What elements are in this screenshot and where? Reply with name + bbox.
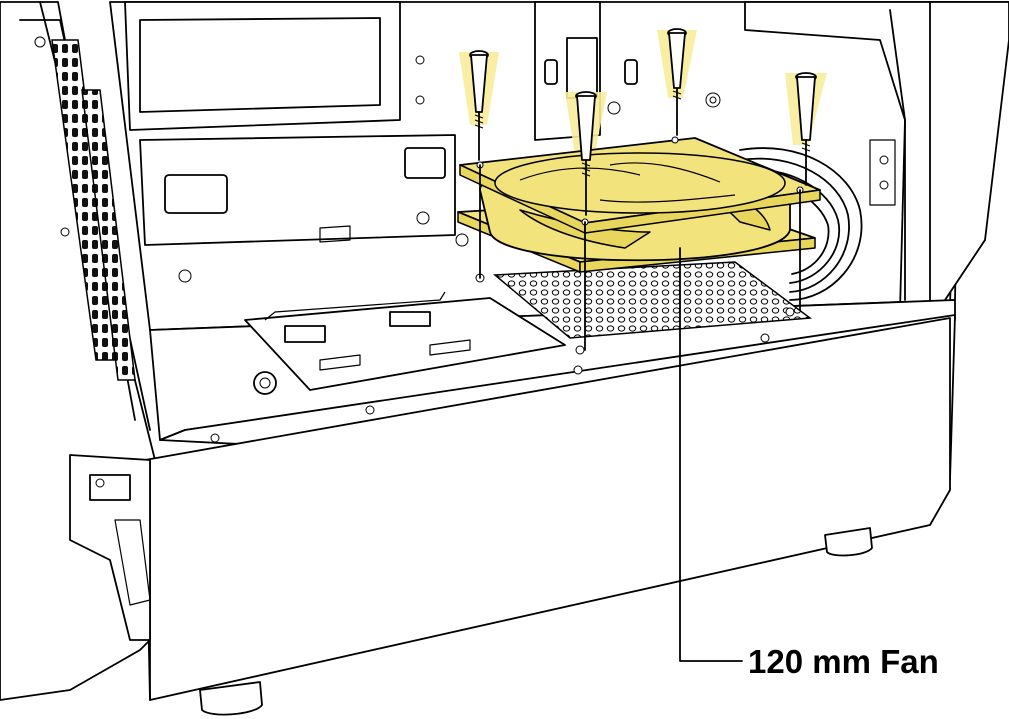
floor-vent-mesh xyxy=(493,261,813,339)
screw-icon xyxy=(469,50,489,161)
screw-icon xyxy=(795,72,817,186)
side-vent xyxy=(81,89,136,381)
fan-120mm xyxy=(457,136,821,351)
screw-icon xyxy=(60,227,70,237)
screw-icon xyxy=(575,91,597,216)
drive-bay xyxy=(139,134,456,246)
case-foot xyxy=(199,681,263,716)
fan-screws xyxy=(469,28,817,216)
hdd-tray xyxy=(244,291,566,395)
screw-icon xyxy=(416,211,430,225)
callout-label: 120 mm Fan xyxy=(748,643,939,680)
screw-icon xyxy=(667,28,687,136)
screw-icon xyxy=(34,36,46,48)
screw-icon xyxy=(178,269,192,283)
fan-callout: 120 mm Fan xyxy=(679,247,939,680)
callout-leader-line xyxy=(679,247,743,662)
case-foot xyxy=(824,527,873,557)
